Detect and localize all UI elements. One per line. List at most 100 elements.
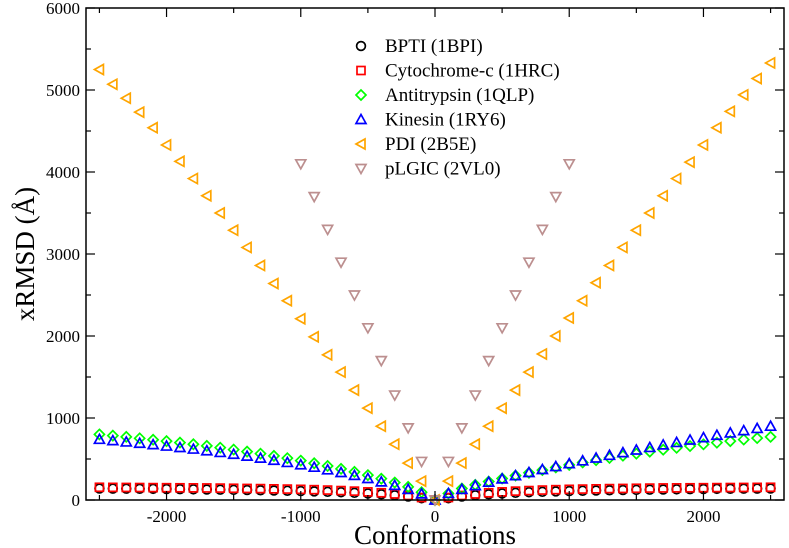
data-point xyxy=(764,419,778,432)
data-point xyxy=(159,138,172,152)
data-point xyxy=(535,347,548,361)
data-point xyxy=(522,365,534,379)
data-point xyxy=(253,259,266,272)
data-point xyxy=(441,486,455,499)
data-point xyxy=(227,443,240,456)
x-tick-label: -2000 xyxy=(147,507,187,526)
legend-label: Cytochrome-c (1HRC) xyxy=(385,61,560,82)
data-point xyxy=(282,484,293,494)
data-point xyxy=(107,482,118,493)
data-point xyxy=(267,277,279,290)
data-point xyxy=(643,206,655,220)
data-point xyxy=(602,259,615,272)
data-point xyxy=(321,224,335,237)
data-point xyxy=(255,483,266,494)
data-point xyxy=(349,486,360,496)
data-point xyxy=(616,445,630,458)
data-point xyxy=(710,121,722,135)
data-point xyxy=(307,191,321,204)
data-point xyxy=(764,430,777,444)
data-point xyxy=(697,438,710,451)
data-point xyxy=(629,443,643,455)
data-point xyxy=(388,476,401,489)
data-point xyxy=(414,474,427,488)
data-point xyxy=(723,104,736,118)
legend-label: pLGIC (2VL0) xyxy=(385,159,501,180)
data-point xyxy=(750,72,763,85)
legend-entry: BPTI (1BPI) xyxy=(355,36,483,57)
data-point xyxy=(227,447,241,460)
data-point xyxy=(374,419,387,433)
data-point xyxy=(387,437,400,451)
data-point xyxy=(522,257,536,269)
data-point xyxy=(643,440,657,453)
data-point xyxy=(550,484,561,495)
data-point xyxy=(508,383,521,397)
data-point xyxy=(455,422,469,435)
data-point xyxy=(348,465,361,479)
data-point xyxy=(522,466,536,479)
data-point xyxy=(281,451,294,465)
data-point xyxy=(200,439,214,453)
data-point xyxy=(173,436,187,449)
legend-marker xyxy=(355,40,367,52)
y-tick-label: 1000 xyxy=(46,409,80,428)
data-point xyxy=(750,431,764,445)
data-point xyxy=(712,482,722,493)
legend-marker xyxy=(356,65,366,76)
series-5 xyxy=(92,56,776,507)
legend-entry: Cytochrome-c (1HRC) xyxy=(356,61,560,82)
data-point xyxy=(752,482,763,493)
data-point xyxy=(441,456,455,469)
data-point xyxy=(495,322,509,335)
data-point xyxy=(146,433,160,446)
data-point xyxy=(631,483,642,494)
data-point xyxy=(388,478,402,491)
data-point xyxy=(535,462,549,475)
data-point xyxy=(468,390,482,402)
y-axis-label: xRMSD (Å) xyxy=(10,187,40,321)
data-point xyxy=(121,482,132,493)
plot-area-frame xyxy=(85,7,785,501)
data-point xyxy=(186,442,200,454)
x-tick-label: 2000 xyxy=(686,507,720,526)
data-point xyxy=(589,451,603,463)
data-point xyxy=(482,475,496,487)
series-6 xyxy=(294,158,576,507)
data-point xyxy=(549,459,563,472)
data-point xyxy=(724,434,737,448)
data-point xyxy=(710,428,724,441)
data-point xyxy=(119,435,133,447)
data-point xyxy=(294,312,306,326)
data-point xyxy=(242,483,252,494)
data-point xyxy=(710,436,724,449)
data-point xyxy=(186,172,199,186)
data-point xyxy=(361,401,373,415)
data-point xyxy=(576,454,590,466)
data-point xyxy=(723,426,737,438)
data-point xyxy=(374,355,388,368)
data-point xyxy=(629,223,642,237)
data-point xyxy=(763,56,776,70)
data-point xyxy=(589,276,601,290)
data-point xyxy=(495,401,507,415)
data-point xyxy=(536,463,549,477)
data-point xyxy=(336,485,346,496)
data-point xyxy=(591,483,601,494)
data-point xyxy=(455,482,469,495)
data-point xyxy=(348,468,361,481)
data-point xyxy=(215,483,226,493)
data-point xyxy=(334,257,348,269)
data-point xyxy=(388,390,402,402)
data-point xyxy=(495,472,509,484)
legend-entry: PDI (2B5E) xyxy=(354,134,476,155)
data-point xyxy=(187,438,200,451)
data-point xyxy=(322,485,333,495)
axis-ticks xyxy=(86,7,784,501)
data-point xyxy=(468,437,481,451)
x-tick-label: -1000 xyxy=(281,507,321,526)
data-point xyxy=(656,438,670,450)
data-point xyxy=(106,433,120,446)
data-point xyxy=(524,485,534,496)
data-point xyxy=(683,155,695,169)
